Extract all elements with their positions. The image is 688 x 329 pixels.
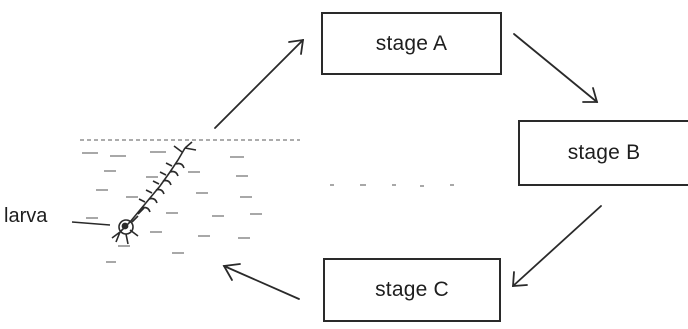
arrow-a-to-b-icon	[513, 33, 599, 103]
cycle-arrows	[214, 33, 602, 300]
water-surface-icon	[80, 139, 454, 263]
stage-a-label: stage A	[375, 31, 448, 55]
larva-pointer	[71, 221, 111, 226]
larva-label: larva	[4, 205, 48, 227]
arrow-to-stage-a-icon	[214, 38, 305, 129]
larva-illustration-icon	[111, 141, 197, 245]
arrow-b-to-c-icon	[512, 205, 602, 287]
stage-c-label: stage C	[375, 278, 449, 301]
stage-a-box: stage A	[321, 12, 502, 75]
stage-c-box: stage C	[323, 258, 501, 322]
stage-b-label: stage B	[567, 141, 641, 164]
arrow-c-to-larva-icon	[222, 263, 300, 300]
stage-b-box: stage B	[518, 120, 688, 186]
